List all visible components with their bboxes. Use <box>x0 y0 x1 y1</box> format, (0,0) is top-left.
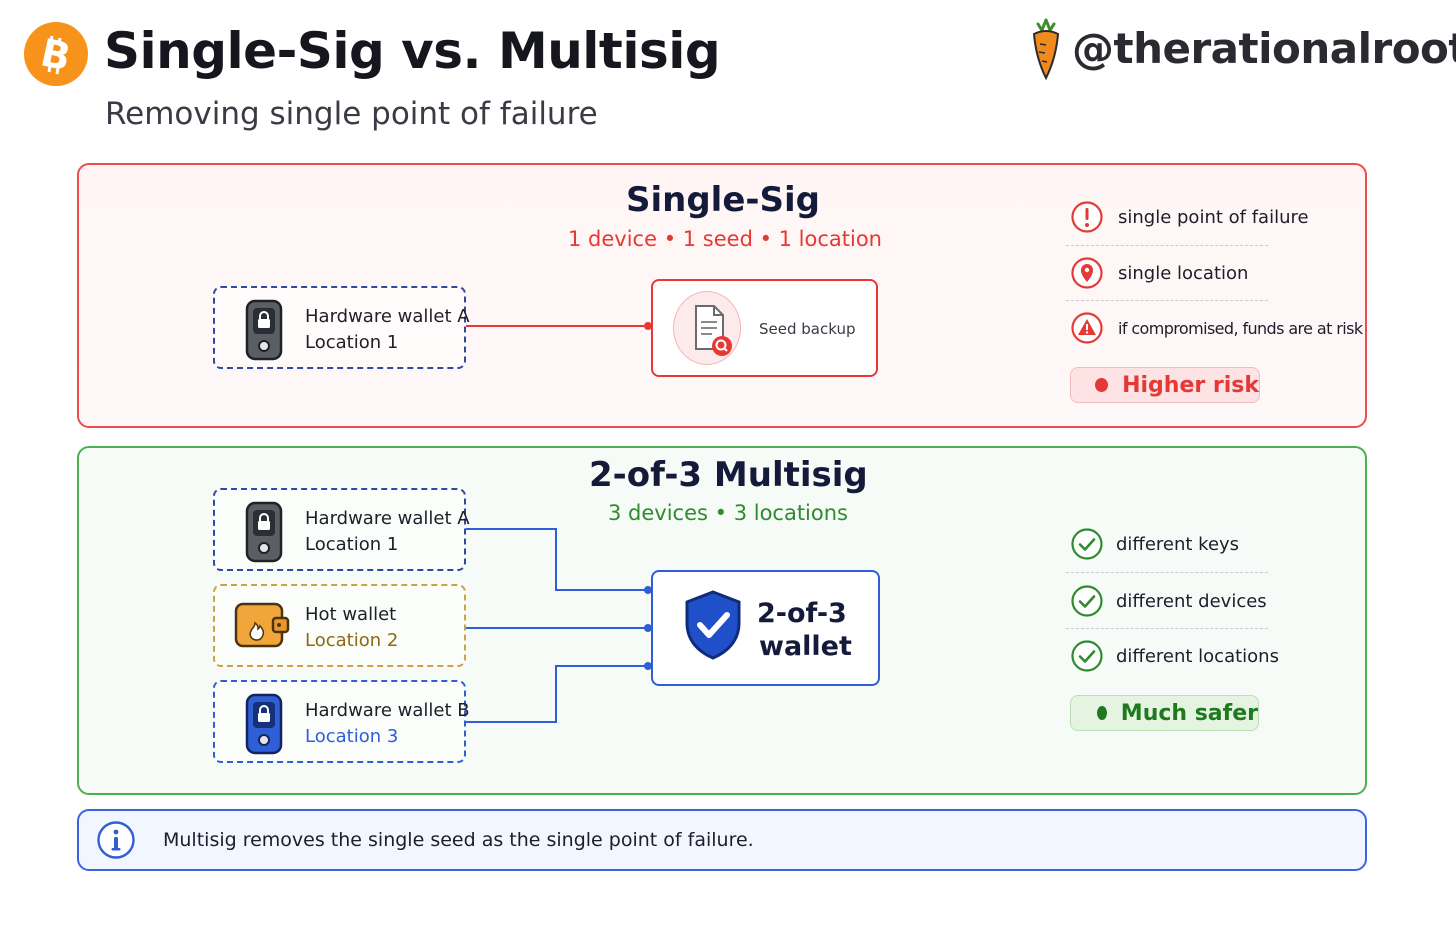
info-text: Multisig removes the single seed as the … <box>163 829 754 851</box>
bitcoin-logo-icon: B <box>24 22 88 86</box>
single-hardware-wallet-card[interactable]: Hardware wallet A Location 1 <box>213 286 470 369</box>
carrot-logo-icon <box>1028 18 1064 81</box>
hardware-wallet-blue-icon <box>245 693 283 759</box>
location-pin-icon <box>1070 256 1104 290</box>
status-dot-icon <box>1097 706 1107 720</box>
check-circle-icon <box>1070 639 1104 673</box>
wallet-name: Hardware wallet A <box>305 508 470 529</box>
wallet-location: Location 3 <box>305 726 399 747</box>
page-title: Single-Sig vs. Multisig <box>104 22 721 80</box>
multisig-title: 2-of-3 Multisig <box>589 455 868 495</box>
info-banner <box>77 809 1367 871</box>
author-handle[interactable]: @therationalroot <box>1072 24 1456 73</box>
much-safer-badge: Much safer <box>1070 695 1259 731</box>
risk-item-label: single location <box>1118 263 1249 284</box>
hardware-wallet-icon <box>245 299 283 365</box>
higher-risk-badge: Higher risk <box>1070 367 1260 403</box>
wallet-location: Location 1 <box>305 534 399 555</box>
wallet-location: Location 2 <box>305 630 399 651</box>
svg-text:B: B <box>37 32 74 76</box>
multisig-subtitle: 3 devices • 3 locations <box>608 501 848 525</box>
check-circle-icon <box>1070 527 1104 561</box>
exclamation-icon <box>1070 200 1104 234</box>
divider <box>1066 245 1268 246</box>
multi-hardware-wallet-b-card[interactable]: Hardware wallet B Location 3 <box>213 680 470 763</box>
multisig-connector-lines <box>466 528 652 723</box>
benefit-item-label: different keys <box>1116 534 1240 555</box>
info-icon <box>96 820 136 860</box>
seed-backup-card[interactable]: Seed backup <box>651 279 878 377</box>
warning-triangle-icon <box>1070 311 1104 345</box>
multi-hardware-wallet-a-card[interactable]: Hardware wallet A Location 1 <box>213 488 470 571</box>
single-sig-title: Single-Sig <box>626 180 820 220</box>
badge-label: Higher risk <box>1122 372 1259 398</box>
multisig-wallet-line1: 2-of-3 <box>757 598 847 629</box>
badge-label: Much safer <box>1120 700 1258 726</box>
wallet-name: Hardware wallet A <box>305 306 470 327</box>
benefit-item-label: different locations <box>1116 646 1279 667</box>
seed-backup-label: Seed backup <box>759 320 856 338</box>
shield-check-icon <box>683 589 743 665</box>
single-connector-line <box>466 322 652 330</box>
divider <box>1066 628 1268 629</box>
risk-item-label: single point of failure <box>1118 207 1309 228</box>
single-sig-subtitle: 1 device • 1 seed • 1 location <box>568 227 882 251</box>
check-circle-icon <box>1070 584 1104 618</box>
seed-document-icon <box>673 291 741 365</box>
page-subtitle: Removing single point of failure <box>105 96 598 132</box>
wallet-name: Hardware wallet B <box>305 700 470 721</box>
divider <box>1066 572 1268 573</box>
risk-item-label: if compromised, funds are at risk <box>1118 319 1363 338</box>
status-dot-icon <box>1095 378 1109 392</box>
divider <box>1066 300 1268 301</box>
hot-wallet-icon <box>233 600 291 656</box>
multisig-wallet-line2: wallet <box>759 631 852 662</box>
hardware-wallet-icon <box>245 501 283 567</box>
benefit-item-label: different devices <box>1116 591 1267 612</box>
multisig-wallet-card[interactable]: 2-of-3 wallet <box>651 570 880 686</box>
wallet-name: Hot wallet <box>305 604 397 625</box>
wallet-location: Location 1 <box>305 332 399 353</box>
multi-hot-wallet-card[interactable]: Hot wallet Location 2 <box>213 584 466 667</box>
